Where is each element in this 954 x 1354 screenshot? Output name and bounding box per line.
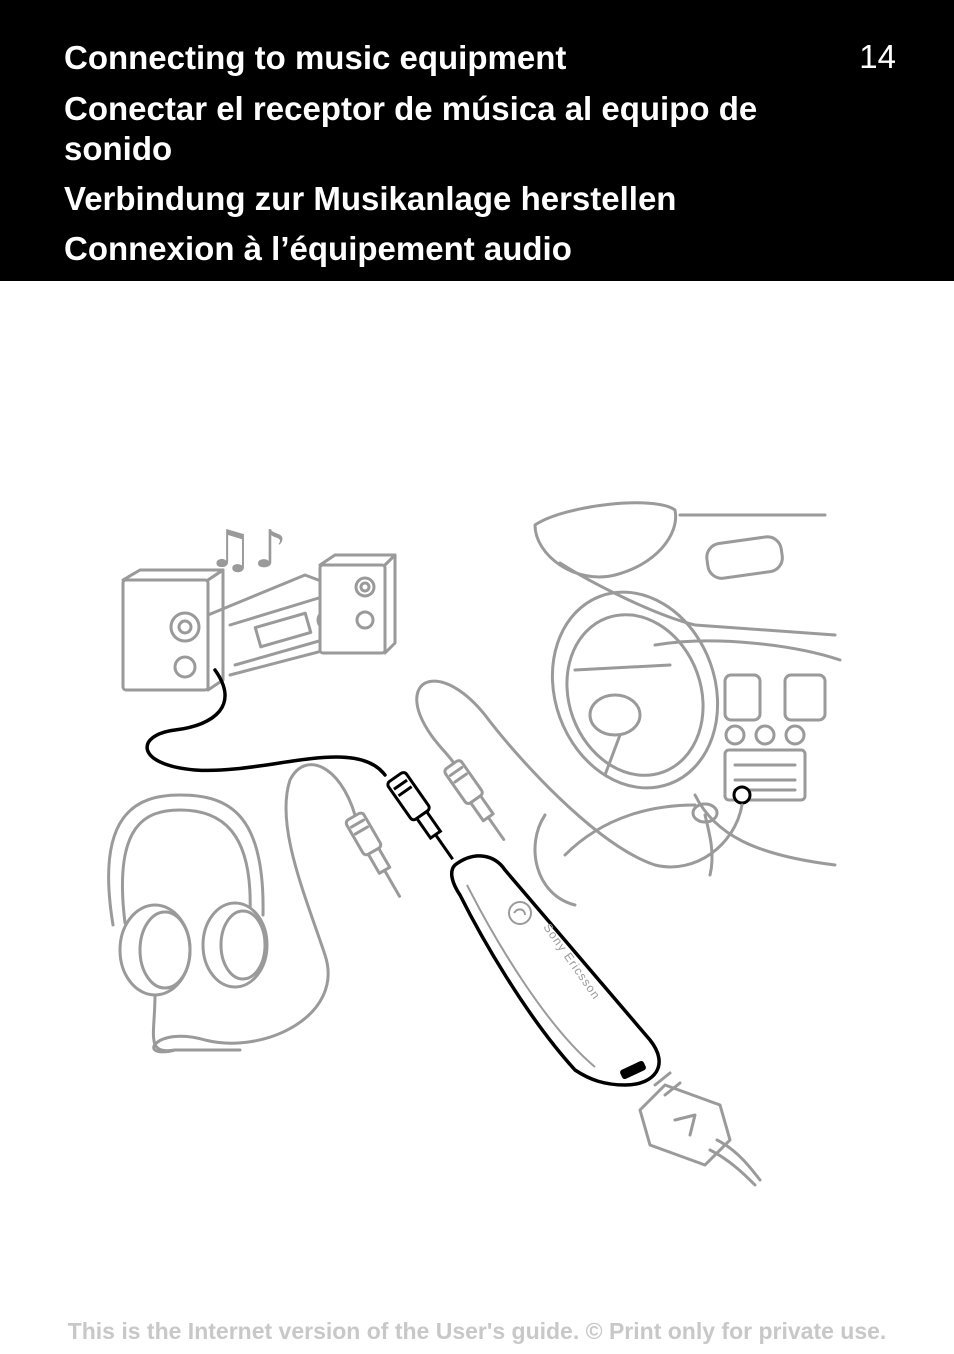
headphones-icon bbox=[107, 793, 269, 1053]
stereo-system-icon bbox=[121, 553, 397, 692]
music-notes-icon: ♫♪ bbox=[207, 520, 287, 580]
charger-plug-icon bbox=[638, 1071, 762, 1187]
music-receiver-icon: Sony Ericsson bbox=[449, 854, 661, 1087]
footer-notice: This is the Internet version of the User… bbox=[67, 1318, 887, 1344]
headphone-jack-icon bbox=[344, 811, 401, 898]
stereo-audio-cable bbox=[145, 668, 387, 777]
connection-illustration: ♫♪ bbox=[107, 501, 842, 1187]
title-german: Verbindung zur Musikanlage herstellen bbox=[64, 180, 677, 217]
car-jack-icon bbox=[443, 759, 506, 841]
title-french: Connexion à l’équipement audio bbox=[64, 230, 572, 267]
title-english: Connecting to music equipment bbox=[64, 39, 567, 76]
receiver-jack-icon bbox=[386, 771, 454, 861]
title-spanish: Conectar el receptor de música al equipo… bbox=[64, 90, 758, 167]
car-dashboard-icon bbox=[533, 501, 842, 907]
header-banner: Connecting to music equipment Conectar e… bbox=[0, 0, 954, 281]
page-number: 14 bbox=[859, 38, 896, 75]
